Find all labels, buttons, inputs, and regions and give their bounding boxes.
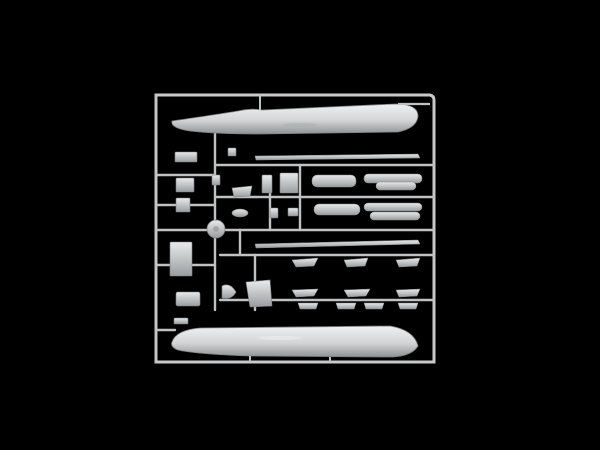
- long-rod-parts: [254, 153, 421, 249]
- sprue-frame: [154, 93, 436, 364]
- middle-small-parts: [211, 147, 299, 308]
- cylinder-parts: [311, 173, 423, 221]
- round-hub-part: [206, 219, 226, 239]
- left-detail-parts: [169, 151, 201, 325]
- lower-hull-part: [171, 325, 419, 362]
- upper-hull-part: [171, 95, 430, 135]
- small-wedge-parts: [291, 257, 421, 310]
